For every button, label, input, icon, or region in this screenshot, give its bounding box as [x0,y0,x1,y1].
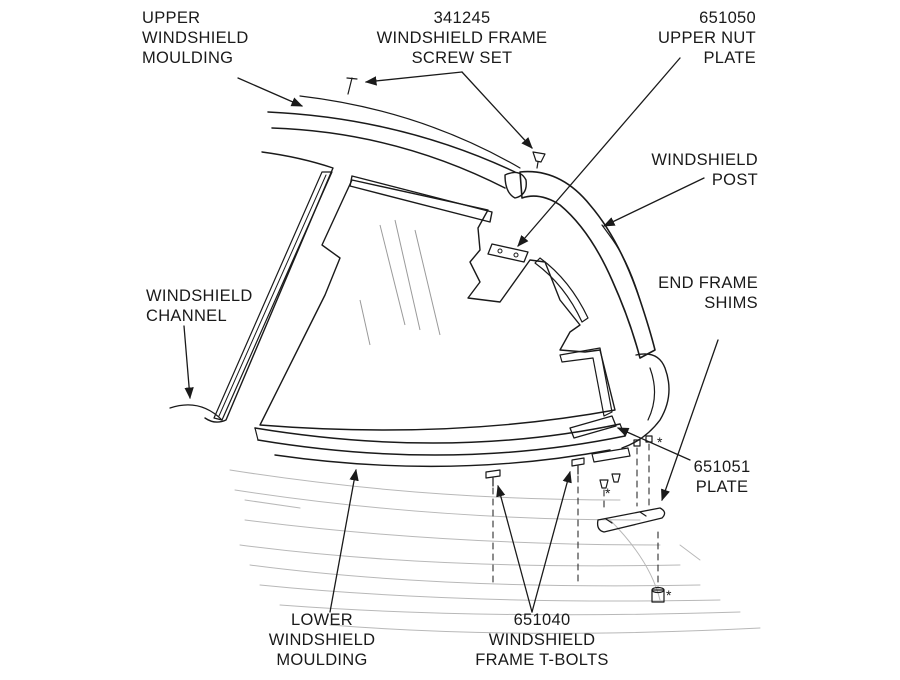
callout-line: SCREW SET [411,49,513,67]
plate-651051 [569,415,631,463]
callout-line: FRAME T-BOLTS [475,651,609,669]
callout-line: SHIMS [704,294,758,312]
leader-screw-1 [364,71,463,86]
callout-upper-moulding: UPPER WINDSHIELD MOULDING [142,8,249,68]
callout-line: PLATE [703,49,756,67]
frame-screws [346,77,546,169]
callout-line: 341245 [433,9,491,27]
end-frame-shims [596,507,666,533]
leader-screw-2 [461,71,533,149]
callout-screw-set: 341245 WINDSHIELD FRAME SCREW SET [377,8,548,68]
callout-lower-moulding: LOWER WINDSHIELD MOULDING [269,610,376,670]
callout-line: WINDSHIELD [268,631,376,649]
callout-line: PLATE [695,478,749,496]
t-bolts [485,435,665,603]
leader-windshield-channel [183,325,194,400]
windshield-glass [259,179,616,431]
callout-windshield-post: WINDSHIELD POST [651,150,758,190]
callout-line: WINDSHIELD [142,29,249,47]
callout-line: 651050 [699,9,756,27]
callout-line: 651051 [693,458,751,476]
upper-moulding [267,95,527,199]
lower-moulding [254,423,626,468]
windshield-channel [169,151,334,423]
callout-line: UPPER NUT [657,29,756,47]
star-3: * [666,587,672,603]
callout-line: 651040 [513,611,571,629]
callout-plate-651051: 651051 PLATE [694,457,751,497]
callout-windshield-channel: WINDSHIELD CHANNEL [146,286,253,326]
leader-lines [183,57,719,613]
callout-line: UPPER [142,9,201,27]
windshield-post [519,170,670,449]
car-body-faint-lines [229,469,761,634]
callout-line: CHANNEL [146,307,227,325]
leader-lower-moulding [329,468,359,613]
callout-line: END FRAME [658,274,758,292]
callout-upper-nut-plate: 651050 UPPER NUT PLATE [658,8,756,68]
upper-nut-plate [487,243,529,263]
callout-line: WINDSHIELD [651,151,758,169]
star-2: * [605,485,611,501]
star-markers: * * * [605,434,672,603]
callout-line: POST [711,171,758,189]
leader-end-frame-shims [661,339,719,502]
callout-line: LOWER [290,611,353,629]
star-1: * [657,434,663,450]
leader-upper-moulding [237,77,304,107]
callout-line: WINDSHIELD [146,287,253,305]
mounting-dash-lines [492,443,659,589]
callout-line: WINDSHIELD [488,631,596,649]
leader-t-bolt-2 [531,470,572,613]
leader-windshield-post [602,177,705,227]
callout-end-frame-shims: END FRAME SHIMS [658,273,758,313]
callout-line: WINDSHIELD FRAME [376,29,548,47]
leader-plate-651051 [616,427,691,461]
callout-line: MOULDING [276,651,368,669]
leader-t-bolt-1 [496,484,533,613]
callout-t-bolts: 651040 WINDSHIELD FRAME T-BOLTS [475,610,608,670]
upper-frame-rail [349,175,613,417]
callout-line: MOULDING [142,49,234,67]
leader-upper-nut-plate [517,57,681,247]
